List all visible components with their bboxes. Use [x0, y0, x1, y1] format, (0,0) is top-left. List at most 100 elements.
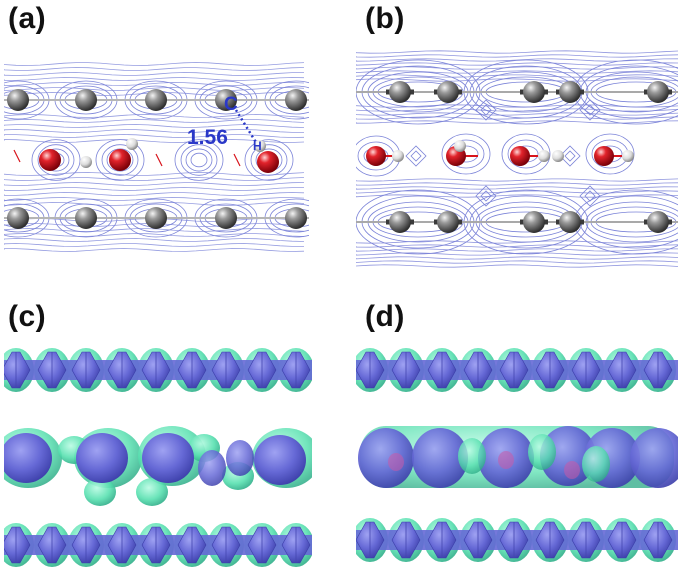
contour-diamond	[579, 185, 601, 207]
isosurface-magenta-spot	[498, 451, 514, 469]
hydrogen-atom	[254, 140, 266, 152]
contour-line	[356, 66, 678, 70]
hydrogen-atom	[538, 150, 550, 162]
contour-ring	[95, 139, 145, 181]
carbon-atom	[145, 207, 167, 229]
contour-diamond	[564, 150, 576, 162]
contour-line	[4, 243, 304, 247]
oxygen-atom	[39, 149, 61, 171]
isosurface-cyan-lobe	[582, 446, 610, 482]
carbon-atom	[285, 89, 307, 111]
contour-ring	[585, 133, 635, 175]
contour-marker	[155, 153, 163, 167]
contour-line	[4, 129, 304, 133]
contour-line	[356, 50, 678, 54]
contour-diamond	[405, 145, 427, 167]
isosurface-cyan-lobe	[528, 434, 556, 470]
hydrogen-atom	[622, 150, 634, 162]
panel-d-label: (d)	[365, 300, 405, 333]
contour-line	[356, 252, 678, 256]
isosurface-magenta-spot	[388, 453, 404, 471]
contour-line	[356, 108, 678, 112]
contour-ring	[250, 144, 288, 176]
contour-line	[4, 228, 305, 232]
contour-line	[4, 124, 305, 128]
hydrogen-atom	[126, 138, 138, 150]
contour-ring	[244, 139, 294, 181]
carbon-atom	[285, 207, 307, 229]
panel-c-isosurface-lobes	[4, 348, 312, 567]
isosurface-blue-lobe	[4, 526, 31, 564]
panel-a-contour-plot: C 1.56 H	[4, 58, 309, 260]
contour-line	[4, 172, 305, 176]
contour-line	[4, 114, 305, 118]
isosurface-blue-lobe	[4, 351, 31, 389]
contour-marker	[13, 149, 21, 163]
contour-marker	[233, 153, 241, 167]
isosurface-cyan-lobe	[458, 438, 486, 474]
contour-line	[4, 187, 304, 191]
isosurface-blue-lobe	[76, 433, 128, 483]
contour-line	[356, 78, 678, 82]
carbon-atom	[215, 207, 237, 229]
contour-line	[356, 244, 678, 248]
isosurface-magenta-spot	[564, 461, 580, 479]
carbon-atom	[437, 211, 459, 233]
hydrogen-annotation: H	[253, 139, 262, 153]
contour-diamond	[475, 185, 497, 207]
carbon-atom	[523, 211, 545, 233]
contour-line	[4, 233, 305, 237]
panel-d-isosurface	[356, 340, 678, 575]
contour-diamond	[410, 150, 422, 162]
panel-b-atoms	[356, 81, 678, 233]
contour-line	[4, 77, 305, 81]
carbon-atom	[145, 89, 167, 111]
panel-b-label: (b)	[365, 2, 405, 35]
contour-diamond	[475, 99, 497, 121]
isosurface-cyan-lobe	[136, 478, 168, 506]
contour-ring	[441, 133, 491, 175]
isosurface-blue-lobe	[540, 426, 596, 486]
panel-b-contour-plot	[356, 46, 678, 270]
isosurface-blue-lobe	[412, 428, 468, 488]
oxygen-atom	[594, 146, 614, 166]
contour-line	[356, 116, 678, 120]
contour-line	[356, 182, 678, 186]
isosurface-blue-lobe	[198, 450, 226, 486]
contour-line	[356, 112, 678, 116]
contour-line	[356, 194, 678, 198]
panel-d-figure	[356, 348, 678, 562]
contour-line	[356, 186, 678, 190]
contour-line	[356, 256, 678, 260]
contour-diamond	[480, 190, 492, 202]
oxygen-atom	[109, 149, 131, 171]
carbon-atom	[7, 207, 29, 229]
contour-ring	[174, 139, 224, 181]
isosurface-blue-lobe	[358, 428, 414, 488]
contour-line	[4, 202, 305, 206]
contour-line	[4, 72, 304, 76]
isosurface-blue-lobe	[254, 435, 306, 485]
contour-line	[4, 248, 305, 252]
contour-line	[356, 62, 678, 66]
contour-ring	[101, 144, 139, 176]
contour-line	[356, 264, 678, 268]
contour-line	[4, 134, 305, 138]
contour-line	[4, 177, 305, 181]
hydrogen-atom	[454, 140, 466, 152]
contour-diamond	[584, 190, 596, 202]
contour-ring	[106, 148, 134, 172]
contour-line	[4, 82, 305, 86]
isosurface-blue-lobe	[142, 433, 194, 483]
carbon-atom	[559, 81, 581, 103]
carbon-atom	[647, 81, 669, 103]
contour-line	[4, 238, 305, 242]
hydrogen-atom	[552, 150, 564, 162]
contour-line	[356, 248, 678, 252]
contour-ring	[190, 152, 208, 168]
contour-line	[356, 190, 678, 194]
hydrogen-atom	[80, 156, 92, 168]
carbon-atom	[75, 207, 97, 229]
contour-line	[4, 192, 305, 196]
panel-a-atoms	[4, 89, 309, 229]
